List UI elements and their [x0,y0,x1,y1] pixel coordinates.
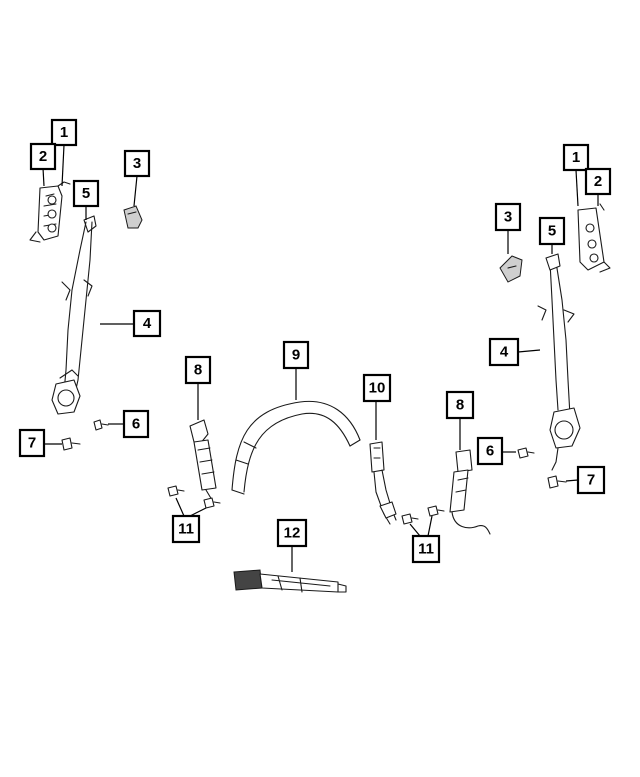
callout-6-left-label: 6 [132,416,140,433]
callout-12-label: 12 [284,525,301,542]
callout-4-left: 4 [132,309,162,338]
callout-2-left-label: 2 [39,148,47,165]
callout-5-left-label: 5 [82,185,90,202]
callout-3-left-label: 3 [133,155,141,172]
right-height-adjuster [577,203,611,273]
callout-6-right-label: 6 [486,443,494,460]
callout-7-right-label: 7 [587,472,595,489]
callout-4-left-label: 4 [143,315,152,332]
callout-2-right-label: 2 [594,173,602,190]
callout-7-left: 7 [18,428,46,458]
callout-6-left: 6 [122,409,150,439]
callout-7-left-label: 7 [28,435,36,452]
callout-9: 9 [282,340,310,370]
callout-1-right: 1 [562,143,590,172]
callout-11-left: 11 [171,514,201,544]
left-bolt-7 [61,437,81,451]
center-lap-belt-9 [231,400,361,495]
callout-9-label: 9 [292,347,300,364]
center-bolts-11 [401,505,445,525]
left-height-adjuster [29,181,71,243]
left-bolts-11 [167,485,221,509]
left-buckle-8 [189,419,217,501]
callout-10: 10 [362,373,392,403]
callout-5-right: 5 [538,216,566,246]
callout-1-right-label: 1 [572,149,580,166]
callout-2-left: 2 [29,142,57,171]
callout-7-right: 7 [576,465,606,495]
callout-4-right-label: 4 [500,344,509,361]
callout-5-left: 5 [72,179,100,208]
left-d-ring-guide [123,205,143,229]
callout-11-right: 11 [411,534,441,564]
callout-2-right: 2 [584,167,612,196]
left-retractor-belt [51,215,97,415]
callout-1-left-label: 1 [60,124,68,141]
right-bolt-7 [547,475,567,489]
right-bolt-6 [517,447,535,459]
left-bolt-6 [93,419,109,431]
callout-3-right: 3 [494,202,522,232]
leader-lines [42,144,599,572]
callout-4-right: 4 [488,337,520,367]
callout-11-right-label: 11 [418,541,434,558]
callout-1-left: 1 [50,118,78,147]
callout-8-right: 8 [445,390,475,420]
callout-11-left-label: 11 [178,521,194,538]
right-d-ring-guide [499,255,523,283]
center-retractor-10 [369,441,397,525]
callout-10-label: 10 [369,380,386,397]
callout-8-left: 8 [184,355,212,385]
right-buckle-8 [449,449,491,535]
callout-8-left-label: 8 [194,362,202,379]
right-retractor-belt [537,253,581,471]
callout-5-right-label: 5 [548,223,556,240]
callout-8-right-label: 8 [456,397,464,414]
callout-6-right: 6 [476,436,504,466]
callout-12: 12 [276,518,308,548]
callout-3-left: 3 [123,149,151,178]
callout-3-right-label: 3 [504,209,512,226]
center-buckle-12 [233,569,347,593]
